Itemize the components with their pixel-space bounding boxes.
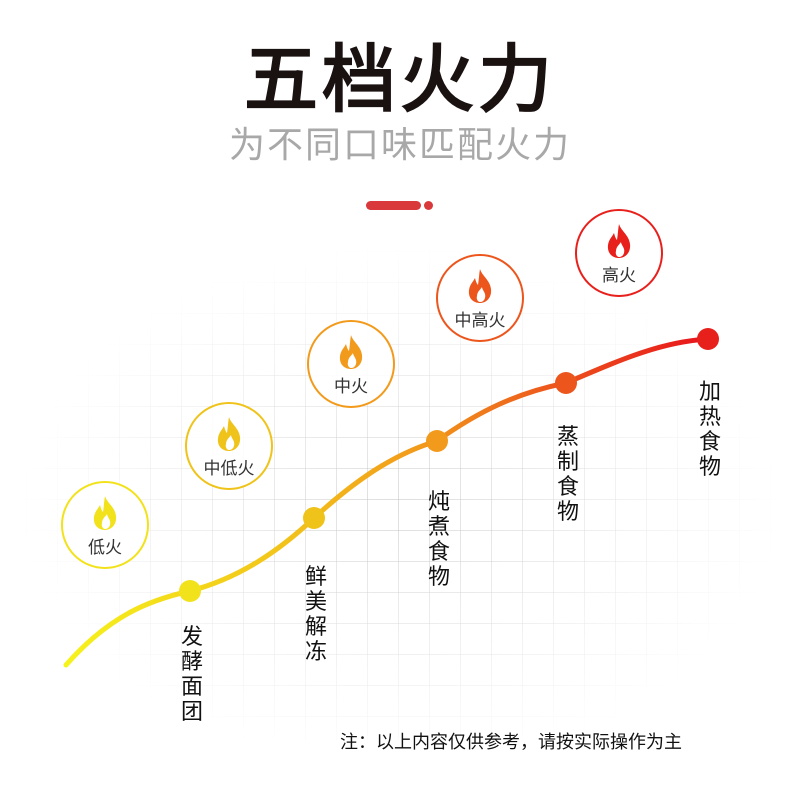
power-curve — [63, 336, 711, 668]
heat-level-label: 中火 — [334, 377, 368, 397]
heat-level-badge: 中低火 — [185, 402, 273, 490]
flame-icon — [187, 416, 271, 452]
divider-dot — [424, 201, 433, 210]
usage-label: 炖煮食物 — [427, 490, 450, 590]
heat-level-label: 高火 — [602, 266, 636, 286]
flame-icon — [63, 495, 147, 531]
curve-point — [303, 507, 325, 529]
curve-point — [179, 580, 201, 602]
curve-point — [555, 372, 577, 394]
heat-level-badge: 中火 — [307, 320, 395, 408]
usage-label: 蒸制食物 — [556, 425, 579, 525]
heat-level-badge: 中高火 — [436, 254, 524, 342]
flame-icon — [309, 334, 393, 370]
divider-bar — [366, 201, 421, 210]
page-title: 五档火力 — [244, 37, 556, 123]
heat-level-badge: 高火 — [575, 209, 663, 297]
heat-level-badge: 低火 — [61, 481, 149, 569]
usage-label: 发酵面团 — [180, 625, 203, 725]
grid — [20, 220, 780, 740]
flame-icon — [438, 268, 522, 304]
disclaimer-note: 注：以上内容仅供参考，请按实际操作为主 — [340, 732, 682, 753]
heat-level-label: 中高火 — [454, 311, 506, 331]
usage-label: 加热食物 — [698, 380, 721, 480]
flame-icon — [577, 223, 661, 259]
page-subtitle: 为不同口味匹配火力 — [228, 125, 571, 166]
heat-level-label: 中低火 — [203, 459, 255, 479]
heat-level-label: 低火 — [88, 538, 122, 558]
curve-point — [426, 430, 448, 452]
usage-label: 鲜美解冻 — [304, 565, 327, 665]
curve-point — [697, 328, 719, 350]
